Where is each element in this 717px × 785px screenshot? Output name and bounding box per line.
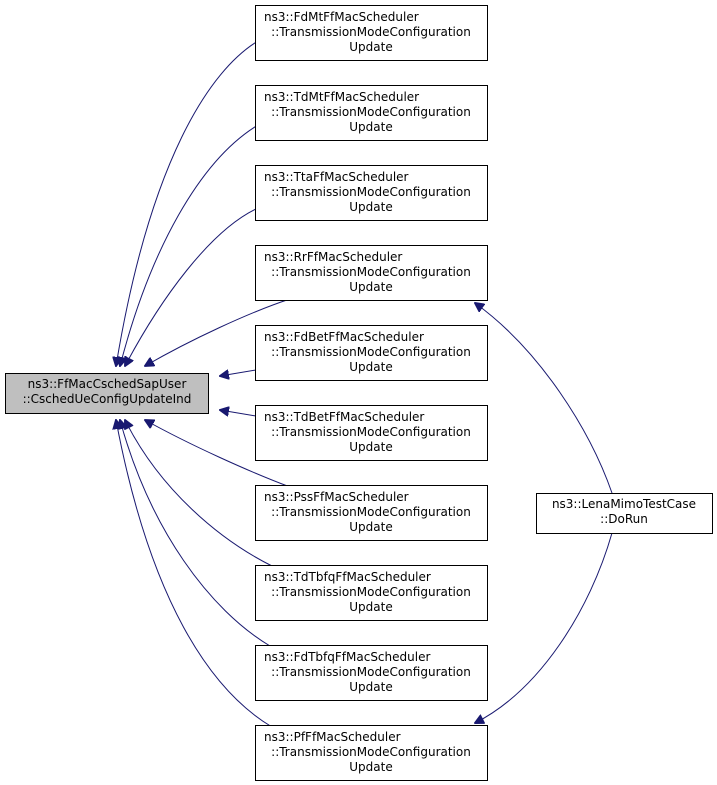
node-tdmt-line-1: ns3::TdMtFfMacScheduler	[264, 90, 419, 104]
node-fdbet[interactable]: ns3::FdBetFfMacScheduler ::TransmissionM…	[255, 325, 488, 381]
node-root-line-2: ::CschedUeConfigUpdateInd	[23, 392, 192, 406]
edges-layer	[116, 40, 613, 728]
node-root-line-1: ns3::FfMacCschedSapUser	[28, 377, 187, 391]
node-pf-line-1: ns3::PfFfMacScheduler	[264, 730, 401, 744]
node-rr[interactable]: ns3::RrFfMacScheduler ::TransmissionMode…	[255, 245, 488, 301]
node-tdmt[interactable]: ns3::TdMtFfMacScheduler ::TransmissionMo…	[255, 85, 488, 141]
node-fdbet-line-2: ::TransmissionModeConfiguration	[271, 345, 471, 359]
node-tdbet-line-1: ns3::TdBetFfMacScheduler	[264, 410, 424, 424]
node-rr-box	[255, 245, 488, 301]
node-fdmt-line-2: ::TransmissionModeConfiguration	[271, 25, 471, 39]
edge-tdmt-to-root	[120, 124, 259, 366]
node-fdtbfq-line-3: Update	[349, 680, 392, 694]
node-testcase-line-1: ns3::LenaMimoTestCase	[552, 497, 696, 511]
node-testcase-line-2: ::DoRun	[600, 512, 648, 526]
node-fdmt-box	[255, 5, 488, 61]
node-tdmt-line-3: Update	[349, 120, 392, 134]
node-tta-line-1: ns3::TtaFfMacScheduler	[264, 170, 409, 184]
edge-pf-to-root	[116, 420, 273, 728]
node-pss-line-2: ::TransmissionModeConfiguration	[271, 505, 471, 519]
node-pf-box	[255, 725, 488, 781]
edge-tdbet-to-root	[220, 410, 257, 417]
node-tdtbfq[interactable]: ns3::TdTbfqFfMacScheduler ::Transmission…	[255, 565, 488, 621]
node-pss[interactable]: ns3::PssFfMacScheduler ::TransmissionMod…	[255, 485, 488, 541]
node-fdbet-line-3: Update	[349, 360, 392, 374]
node-tdtbfq-line-2: ::TransmissionModeConfiguration	[271, 585, 471, 599]
node-fdbet-box	[255, 325, 488, 381]
node-pss-line-3: Update	[349, 520, 392, 534]
edge-fdmt-to-root	[116, 40, 259, 366]
node-pf-line-3: Update	[349, 760, 392, 774]
node-rr-line-3: Update	[349, 280, 392, 294]
node-tdtbfq-line-3: Update	[349, 600, 392, 614]
node-pf[interactable]: ns3::PfFfMacScheduler ::TransmissionMode…	[255, 725, 488, 781]
node-tdbet[interactable]: ns3::TdBetFfMacScheduler ::TransmissionM…	[255, 405, 488, 461]
node-fdtbfq[interactable]: ns3::FdTbfqFfMacScheduler ::Transmission…	[255, 645, 488, 701]
edge-fdbet-to-root	[220, 369, 257, 376]
node-tdmt-line-2: ::TransmissionModeConfiguration	[271, 105, 471, 119]
edge-rr-to-root	[145, 298, 291, 366]
node-testcase-box	[536, 493, 713, 534]
edge-tta-to-root	[125, 207, 259, 366]
node-tdbet-box	[255, 405, 488, 461]
node-fdmt-line-1: ns3::FdMtFfMacScheduler	[264, 10, 419, 24]
edge-testcase-to-rr	[475, 303, 613, 494]
node-pss-box	[255, 485, 488, 541]
node-fdtbfq-line-1: ns3::FdTbfqFfMacScheduler	[264, 650, 430, 664]
node-tdbet-line-2: ::TransmissionModeConfiguration	[271, 425, 471, 439]
edge-tdtbfq-to-root	[125, 420, 273, 567]
edge-pss-to-root	[145, 420, 291, 488]
node-pss-line-1: ns3::PssFfMacScheduler	[264, 490, 409, 504]
node-fdmt-line-3: Update	[349, 40, 392, 54]
node-fdmt[interactable]: ns3::FdMtFfMacScheduler ::TransmissionMo…	[255, 5, 488, 61]
node-tdtbfq-line-1: ns3::TdTbfqFfMacScheduler	[264, 570, 431, 584]
node-fdtbfq-box	[255, 645, 488, 701]
node-tdbet-line-3: Update	[349, 440, 392, 454]
node-testcase[interactable]: ns3::LenaMimoTestCase ::DoRun	[536, 493, 713, 534]
node-tta[interactable]: ns3::TtaFfMacScheduler ::TransmissionMod…	[255, 165, 488, 221]
node-tta-line-2: ::TransmissionModeConfiguration	[271, 185, 471, 199]
node-fdbet-line-1: ns3::FdBetFfMacScheduler	[264, 330, 424, 344]
node-tta-line-3: Update	[349, 200, 392, 214]
node-rr-line-1: ns3::RrFfMacScheduler	[264, 250, 402, 264]
node-tdtbfq-box	[255, 565, 488, 621]
node-pf-line-2: ::TransmissionModeConfiguration	[271, 745, 471, 759]
node-root[interactable]: ns3::FfMacCschedSapUser ::CschedUeConfig…	[5, 373, 209, 414]
node-fdtbfq-line-2: ::TransmissionModeConfiguration	[271, 665, 471, 679]
node-tta-box	[255, 165, 488, 221]
edge-fdtbfq-to-root	[120, 420, 271, 647]
node-root-box	[5, 373, 209, 414]
node-rr-line-2: ::TransmissionModeConfiguration	[271, 265, 471, 279]
edge-testcase-to-pf	[475, 532, 613, 723]
node-tdmt-box	[255, 85, 488, 141]
